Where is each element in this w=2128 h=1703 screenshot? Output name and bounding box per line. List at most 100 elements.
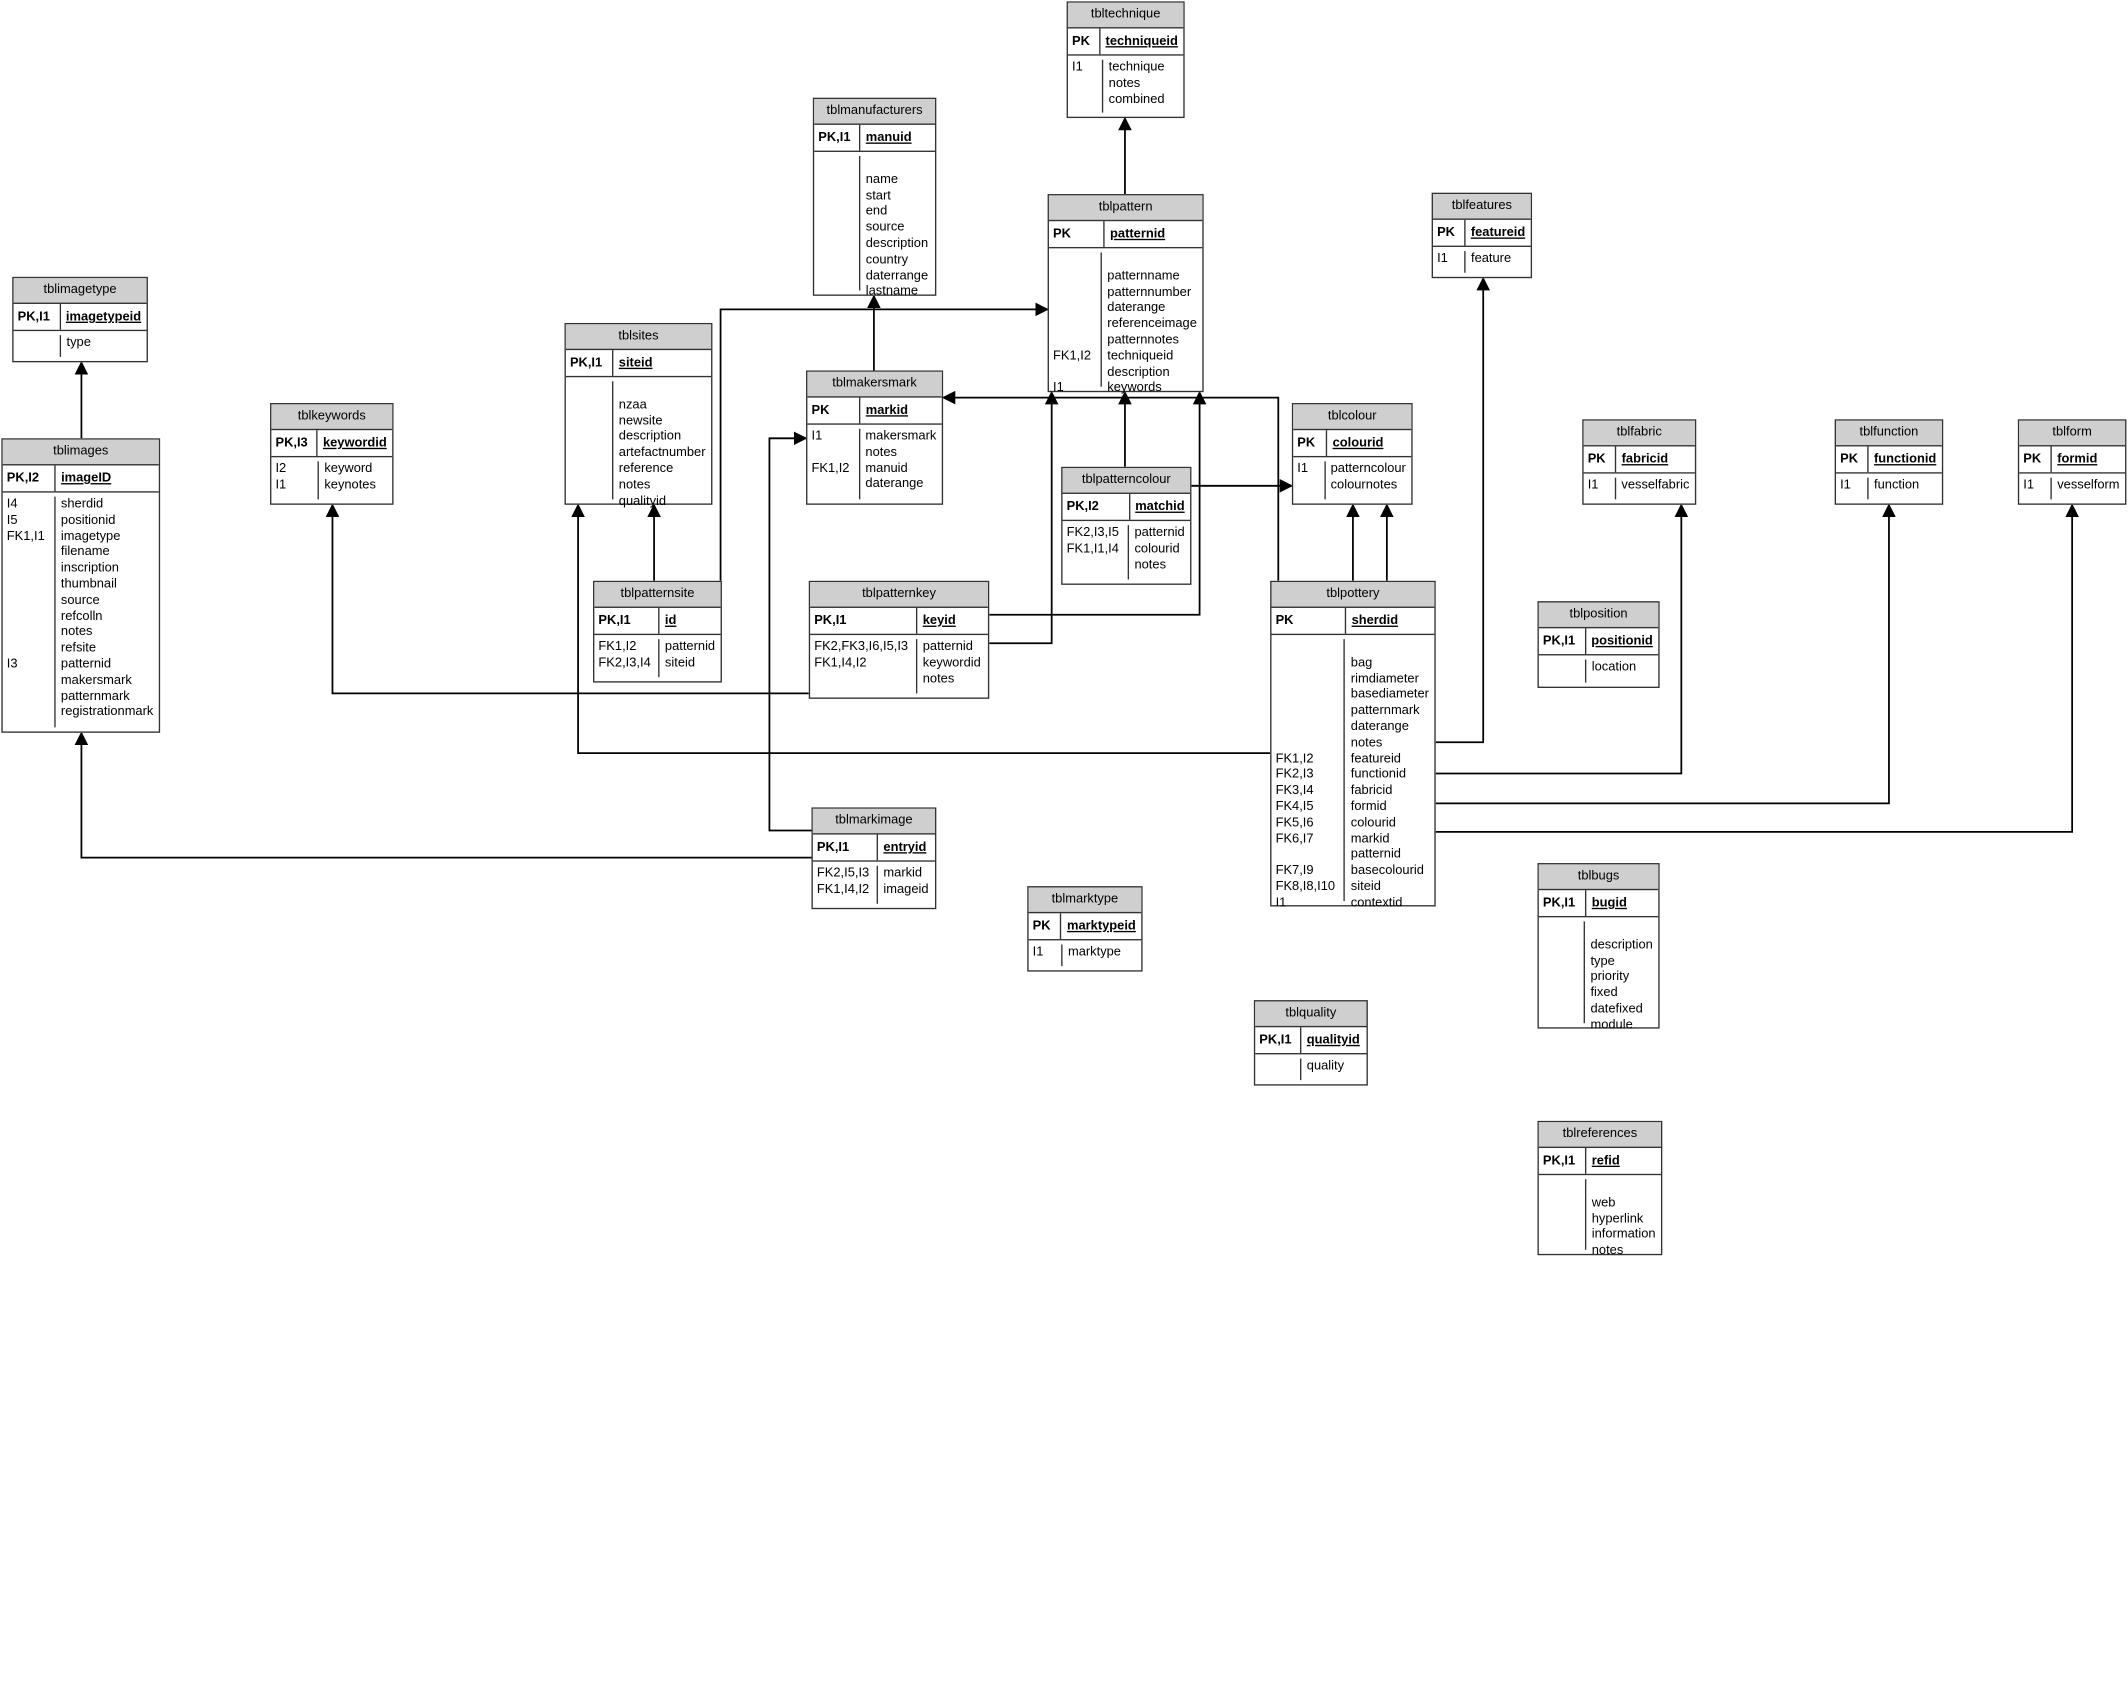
field-key <box>7 689 50 705</box>
key-column: I1 <box>1836 477 1869 500</box>
field-name: fabricid <box>1350 783 1393 799</box>
field-key <box>1276 671 1340 687</box>
field-key <box>570 477 608 493</box>
field-key <box>1053 252 1096 268</box>
key-column: I1 <box>1584 477 1616 500</box>
relationship-tblpatternkey-to-tblpattern <box>989 390 1059 645</box>
field-key: I1 <box>1297 461 1309 477</box>
field-key: FK5,I6 <box>1275 815 1314 831</box>
field-key <box>1067 557 1124 573</box>
field-key <box>1276 687 1340 703</box>
field-column: quality <box>1301 1058 1349 1080</box>
field-key: I1 <box>1840 477 1851 493</box>
field-key <box>1072 92 1098 108</box>
field-name: name <box>865 172 899 187</box>
primary-key-field: matchid <box>1135 499 1185 515</box>
field-key <box>570 381 608 397</box>
primary-key-cell: keywordid <box>318 430 393 456</box>
primary-key-label: PK <box>1049 221 1105 247</box>
field-name: reference <box>618 461 674 477</box>
field-key <box>7 625 50 641</box>
field-name: notes <box>1591 1243 1624 1259</box>
primary-key-field: qualityid <box>1306 1032 1360 1048</box>
field-name: hyperlink <box>1591 1211 1644 1227</box>
field-key: FK1,I1,I4 <box>1066 541 1119 557</box>
table-title: tblcolour <box>1293 404 1412 431</box>
field-key: I5 <box>6 512 18 528</box>
primary-key-label: PK,I2 <box>3 465 56 492</box>
primary-key-label: PK <box>1272 607 1347 634</box>
field-key <box>1276 719 1340 735</box>
field-key: I1 <box>1032 944 1044 960</box>
field-name: notes <box>60 624 93 640</box>
field-key: I4 <box>6 496 18 512</box>
table-title: tblimages <box>2 439 159 466</box>
primary-key-label: PK <box>807 397 861 424</box>
primary-key-cell: qualityid <box>1301 1027 1365 1053</box>
primary-key-label: PK <box>1433 219 1466 246</box>
field-name: imagetype <box>60 528 121 544</box>
field-key <box>818 252 855 268</box>
field-name: lastname <box>865 284 919 300</box>
field-key <box>811 445 854 461</box>
primary-key-label: PK <box>1029 913 1062 940</box>
relationship-tblpatternsite-to-tblpattern <box>719 302 1049 581</box>
field-name: priority <box>1590 969 1630 985</box>
primary-key-cell: fabricid <box>1616 446 1673 472</box>
field-key: FK2,FK3,I6,I5,I3 <box>814 639 909 655</box>
field-key <box>570 493 608 509</box>
field-key <box>1276 847 1340 863</box>
field-key <box>18 335 56 351</box>
field-list: quality <box>1255 1054 1366 1085</box>
primary-key-field: colourid <box>1332 435 1384 451</box>
primary-key-field: keyid <box>922 613 956 629</box>
primary-key-cell: sherdid <box>1346 608 1403 634</box>
table-title: tblsites <box>565 324 712 351</box>
field-key <box>7 593 50 609</box>
key-column <box>814 156 861 291</box>
field-name: patternmark <box>60 688 130 704</box>
field-name: end <box>865 204 888 220</box>
field-key <box>1053 364 1096 380</box>
primary-key-cell: formid <box>2052 446 2103 472</box>
